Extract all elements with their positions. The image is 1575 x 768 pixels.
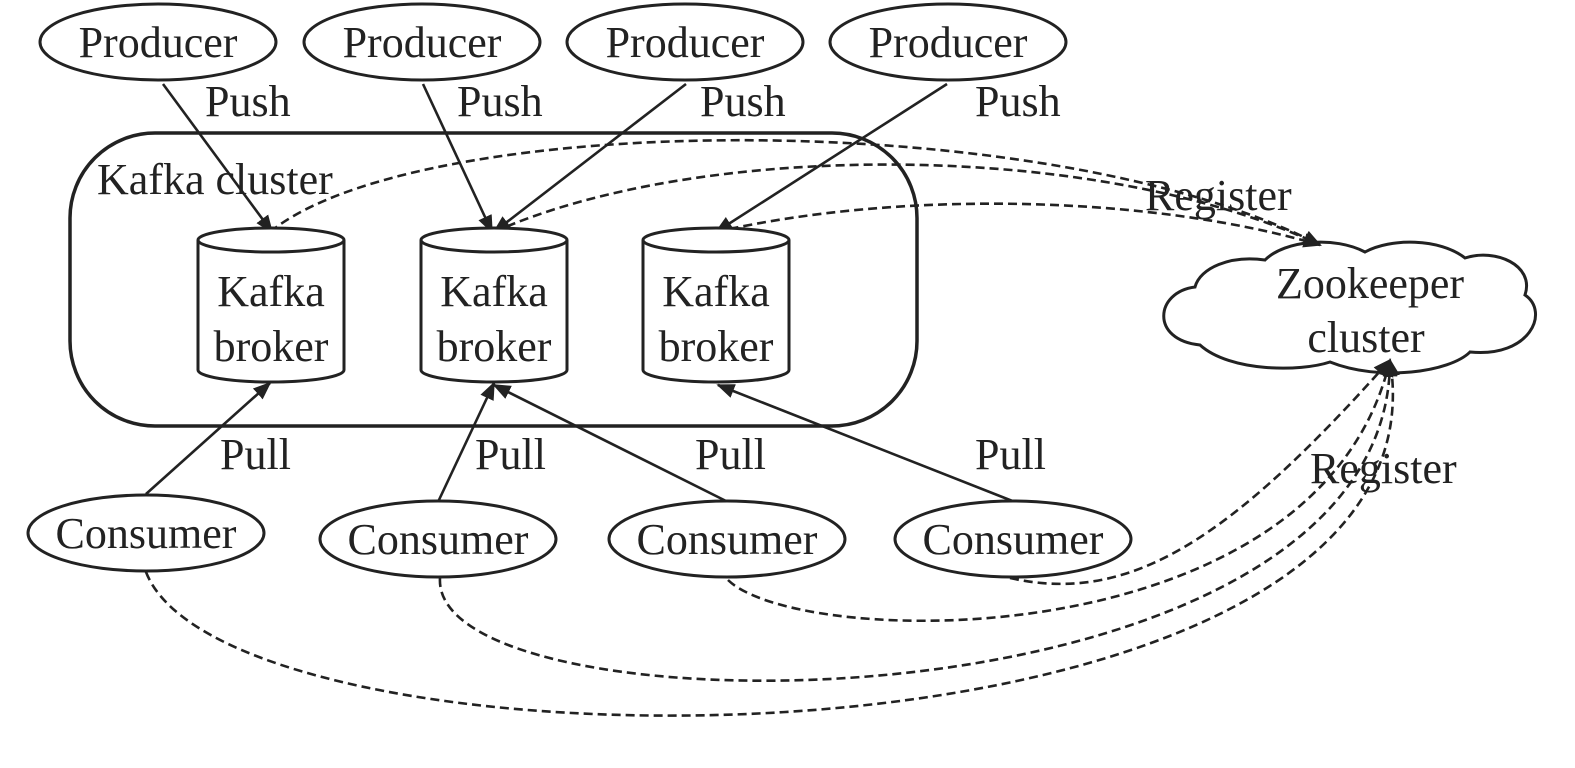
pull-label: Pull — [220, 430, 291, 479]
push-edge-3 — [492, 82, 687, 234]
broker-label-line2: broker — [437, 322, 552, 371]
register-label: Register — [1310, 444, 1457, 493]
broker-label-line1: Kafka — [217, 267, 325, 316]
producer-label: Producer — [869, 18, 1028, 67]
push-edge-1 — [161, 83, 274, 234]
register-edge-consumer-1 — [144, 358, 1400, 717]
pull-label: Pull — [975, 430, 1046, 479]
consumer-node-3: Consumer — [607, 499, 847, 579]
broker-label-line2: broker — [214, 322, 329, 371]
broker-label-line1: Kafka — [440, 267, 548, 316]
register-edge-consumer-2 — [438, 358, 1398, 682]
zookeeper-label-line1: Zookeeper — [1276, 259, 1464, 308]
push-label: Push — [457, 77, 543, 126]
push-edge-4 — [714, 82, 948, 234]
push-label: Push — [205, 77, 291, 126]
register-edge-consumer-3 — [727, 358, 1394, 622]
consumer-node-4: Consumer — [893, 499, 1133, 579]
producer-label: Producer — [343, 18, 502, 67]
producer-node-3: Producer — [565, 2, 805, 82]
pull-edge-3 — [492, 383, 729, 504]
broker-label-line1: Kafka — [662, 267, 770, 316]
push-label: Push — [700, 77, 786, 126]
consumer-label: Consumer — [637, 515, 818, 564]
pull-label: Pull — [475, 430, 546, 479]
producer-node-2: Producer — [302, 2, 542, 82]
kafka-broker-node-1: Kafka broker — [196, 226, 346, 384]
register-edge-broker-2 — [493, 163, 1322, 247]
consumer-label: Consumer — [348, 515, 529, 564]
pull-edge-4 — [716, 383, 1016, 504]
zookeeper-label-line2: cluster — [1307, 313, 1425, 362]
producer-label: Producer — [606, 18, 765, 67]
consumer-node-2: Consumer — [318, 499, 558, 579]
producer-node-1: Producer — [38, 2, 278, 82]
register-edge-broker-1 — [269, 138, 1322, 247]
kafka-cluster-label: Kafka cluster — [97, 155, 333, 204]
push-edge-2 — [421, 83, 494, 234]
producer-label: Producer — [79, 18, 238, 67]
kafka-broker-node-3: Kafka broker — [641, 226, 791, 384]
consumer-node-1: Consumer — [26, 493, 266, 573]
pull-edge-2 — [436, 381, 496, 503]
producer-node-4: Producer — [828, 2, 1068, 82]
push-label: Push — [975, 77, 1061, 126]
consumer-label: Consumer — [923, 515, 1104, 564]
pull-label: Pull — [695, 430, 766, 479]
kafka-broker-node-2: Kafka broker — [419, 226, 569, 384]
consumer-label: Consumer — [56, 509, 237, 558]
kafka-cluster-box — [68, 131, 919, 428]
register-label: Register — [1145, 171, 1292, 220]
register-edge-broker-3 — [715, 202, 1322, 248]
pull-edge-1 — [145, 381, 272, 495]
broker-label-line2: broker — [659, 322, 774, 371]
register-edge-consumer-4 — [1009, 358, 1392, 586]
